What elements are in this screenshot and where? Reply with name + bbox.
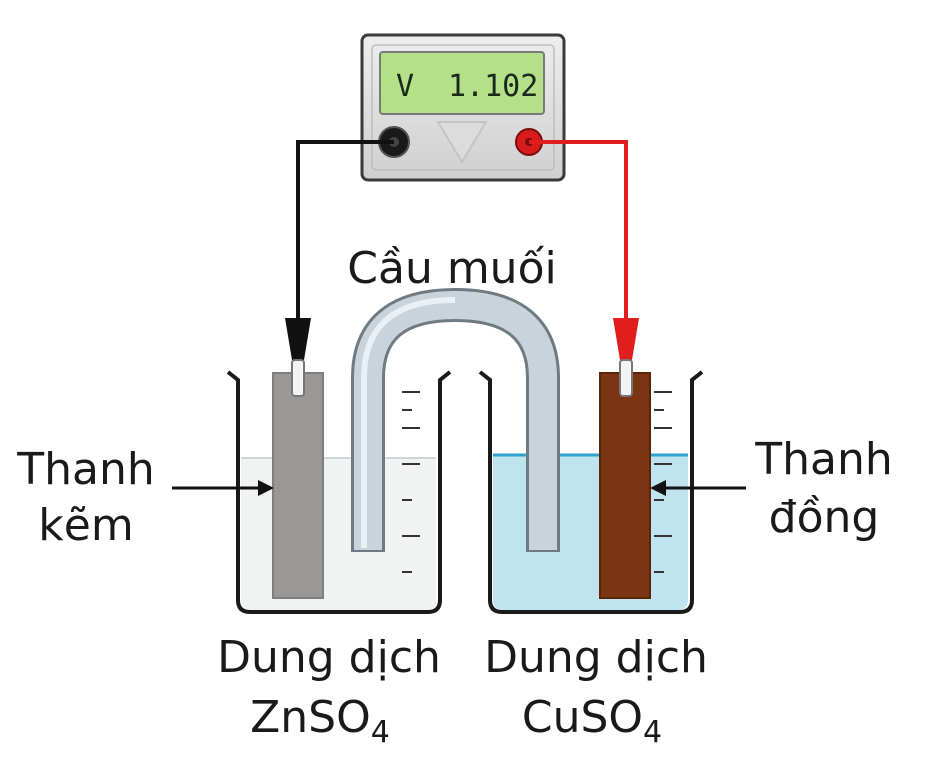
zinc-rod-label-line2: kẽm bbox=[38, 500, 133, 551]
voltmeter-display bbox=[379, 51, 545, 115]
left-beaker-scale bbox=[402, 391, 420, 573]
right-beaker-glass bbox=[478, 370, 704, 614]
right-beaker-scale bbox=[654, 391, 672, 573]
positive-wire bbox=[529, 140, 628, 318]
voltmeter-inner-panel bbox=[371, 44, 555, 171]
voltmeter-logo-mark bbox=[436, 121, 488, 164]
left-solution-formula-sub: 4 bbox=[371, 715, 390, 750]
salt-bridge-highlight bbox=[361, 297, 456, 548]
negative-clip bbox=[285, 318, 311, 397]
znso4-solution bbox=[241, 458, 436, 610]
right-solution-label-line1: Dung dịch bbox=[484, 632, 708, 683]
salt-bridge bbox=[351, 287, 560, 552]
zinc-rod bbox=[272, 372, 324, 599]
left-solution-label-line1: Dung dịch bbox=[217, 632, 441, 683]
left-solution-formula: ZnSO4 bbox=[250, 692, 390, 750]
zinc-rod-label-line1: Thanh bbox=[16, 444, 155, 495]
copper-rod bbox=[599, 372, 651, 599]
copper-arrow bbox=[650, 480, 746, 496]
salt-bridge-tube bbox=[354, 290, 557, 550]
positive-clip bbox=[613, 318, 639, 397]
right-solution-formula-sub: 4 bbox=[643, 715, 662, 750]
right-solution-formula: CuSO4 bbox=[522, 692, 662, 750]
negative-wire bbox=[296, 140, 394, 318]
voltmeter: V 1.102 bbox=[360, 33, 566, 182]
salt-bridge-label: Cầu muối bbox=[347, 243, 556, 294]
left-solution-formula-main: ZnSO bbox=[250, 692, 371, 743]
voltmeter-unit: V bbox=[396, 69, 414, 104]
left-beaker-glass bbox=[226, 370, 452, 614]
copper-rod-label-line1: Thanh bbox=[754, 434, 893, 485]
right-solution-formula-main: CuSO bbox=[522, 692, 643, 743]
zinc-arrow bbox=[172, 480, 274, 496]
right-beaker bbox=[478, 370, 704, 614]
cuso4-solution bbox=[493, 455, 688, 610]
voltmeter-reading: 1.102 bbox=[448, 69, 538, 104]
copper-rod-label-line2: đồng bbox=[769, 492, 880, 543]
